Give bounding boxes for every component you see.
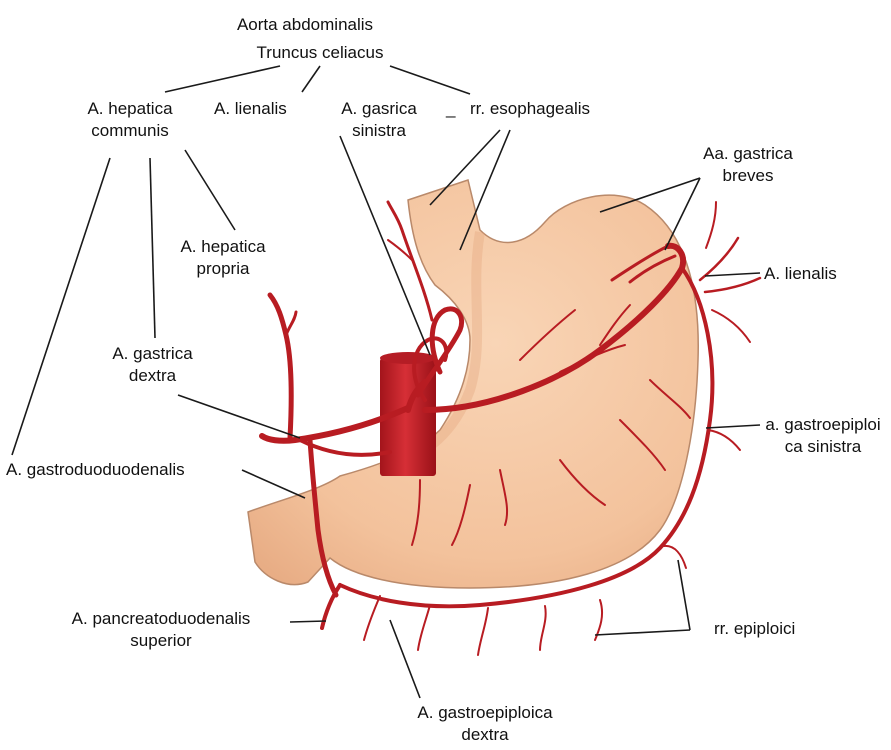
label-epiploici: rr. epiploici bbox=[714, 618, 795, 640]
gastrica-dextra-vessel bbox=[300, 440, 390, 455]
label-line: Aa. gastrica bbox=[688, 143, 808, 165]
label-lienalis-top: A. lienalis bbox=[214, 98, 287, 120]
hepatica-propria-branch bbox=[286, 312, 296, 335]
label-line: A. gastroepiploica bbox=[390, 702, 580, 724]
label-line: A. pancreatoduodenalis bbox=[56, 608, 266, 630]
label-gastrica-breves: Aa. gastrica breves bbox=[688, 143, 808, 187]
gastrica-sinistra-vessel bbox=[418, 309, 462, 395]
label-truncus-celiacus: Truncus celiacus bbox=[240, 42, 400, 64]
label-gastroduodenalis: A. gastroduoduodenalis bbox=[6, 459, 185, 481]
label-gasrica-sinistra: A. gasrica sinistra bbox=[324, 98, 434, 142]
label-hepatica-propria: A. hepatica propria bbox=[168, 236, 278, 280]
label-line: A. gasrica bbox=[324, 98, 434, 120]
label-line: dextra bbox=[100, 365, 205, 387]
label-line: superior bbox=[56, 630, 266, 652]
label-line: communis bbox=[60, 120, 200, 142]
label-line: A. hepatica bbox=[168, 236, 278, 258]
label-line: sinistra bbox=[324, 120, 434, 142]
label-pancreatoduodenalis: A. pancreatoduodenalis superior bbox=[56, 608, 266, 652]
label-gastroepiploica-dextra: A. gastroepiploica dextra bbox=[390, 702, 580, 746]
hepatica-propria-vessel bbox=[270, 295, 291, 438]
aorta-top bbox=[380, 352, 436, 364]
label-line: a. gastroepiploi bbox=[758, 414, 888, 436]
label-line: A. hepatica bbox=[60, 98, 200, 120]
label-aorta-abdominalis: Aorta abdominalis bbox=[225, 14, 385, 36]
label-dash: _ bbox=[446, 98, 455, 120]
label-line: propria bbox=[168, 258, 278, 280]
label-line: breves bbox=[688, 165, 808, 187]
label-lienalis-right: A. lienalis bbox=[764, 263, 837, 285]
label-line: A. gastrica bbox=[100, 343, 205, 365]
label-gastroepiploica-sinistra: a. gastroepiploi ca sinistra bbox=[758, 414, 888, 458]
label-line: dextra bbox=[390, 724, 580, 746]
label-hepatica-communis: A. hepatica communis bbox=[60, 98, 200, 142]
label-line: ca sinistra bbox=[758, 436, 888, 458]
label-gastrica-dextra: A. gastrica dextra bbox=[100, 343, 205, 387]
label-esophagealis: rr. esophagealis bbox=[470, 98, 590, 120]
